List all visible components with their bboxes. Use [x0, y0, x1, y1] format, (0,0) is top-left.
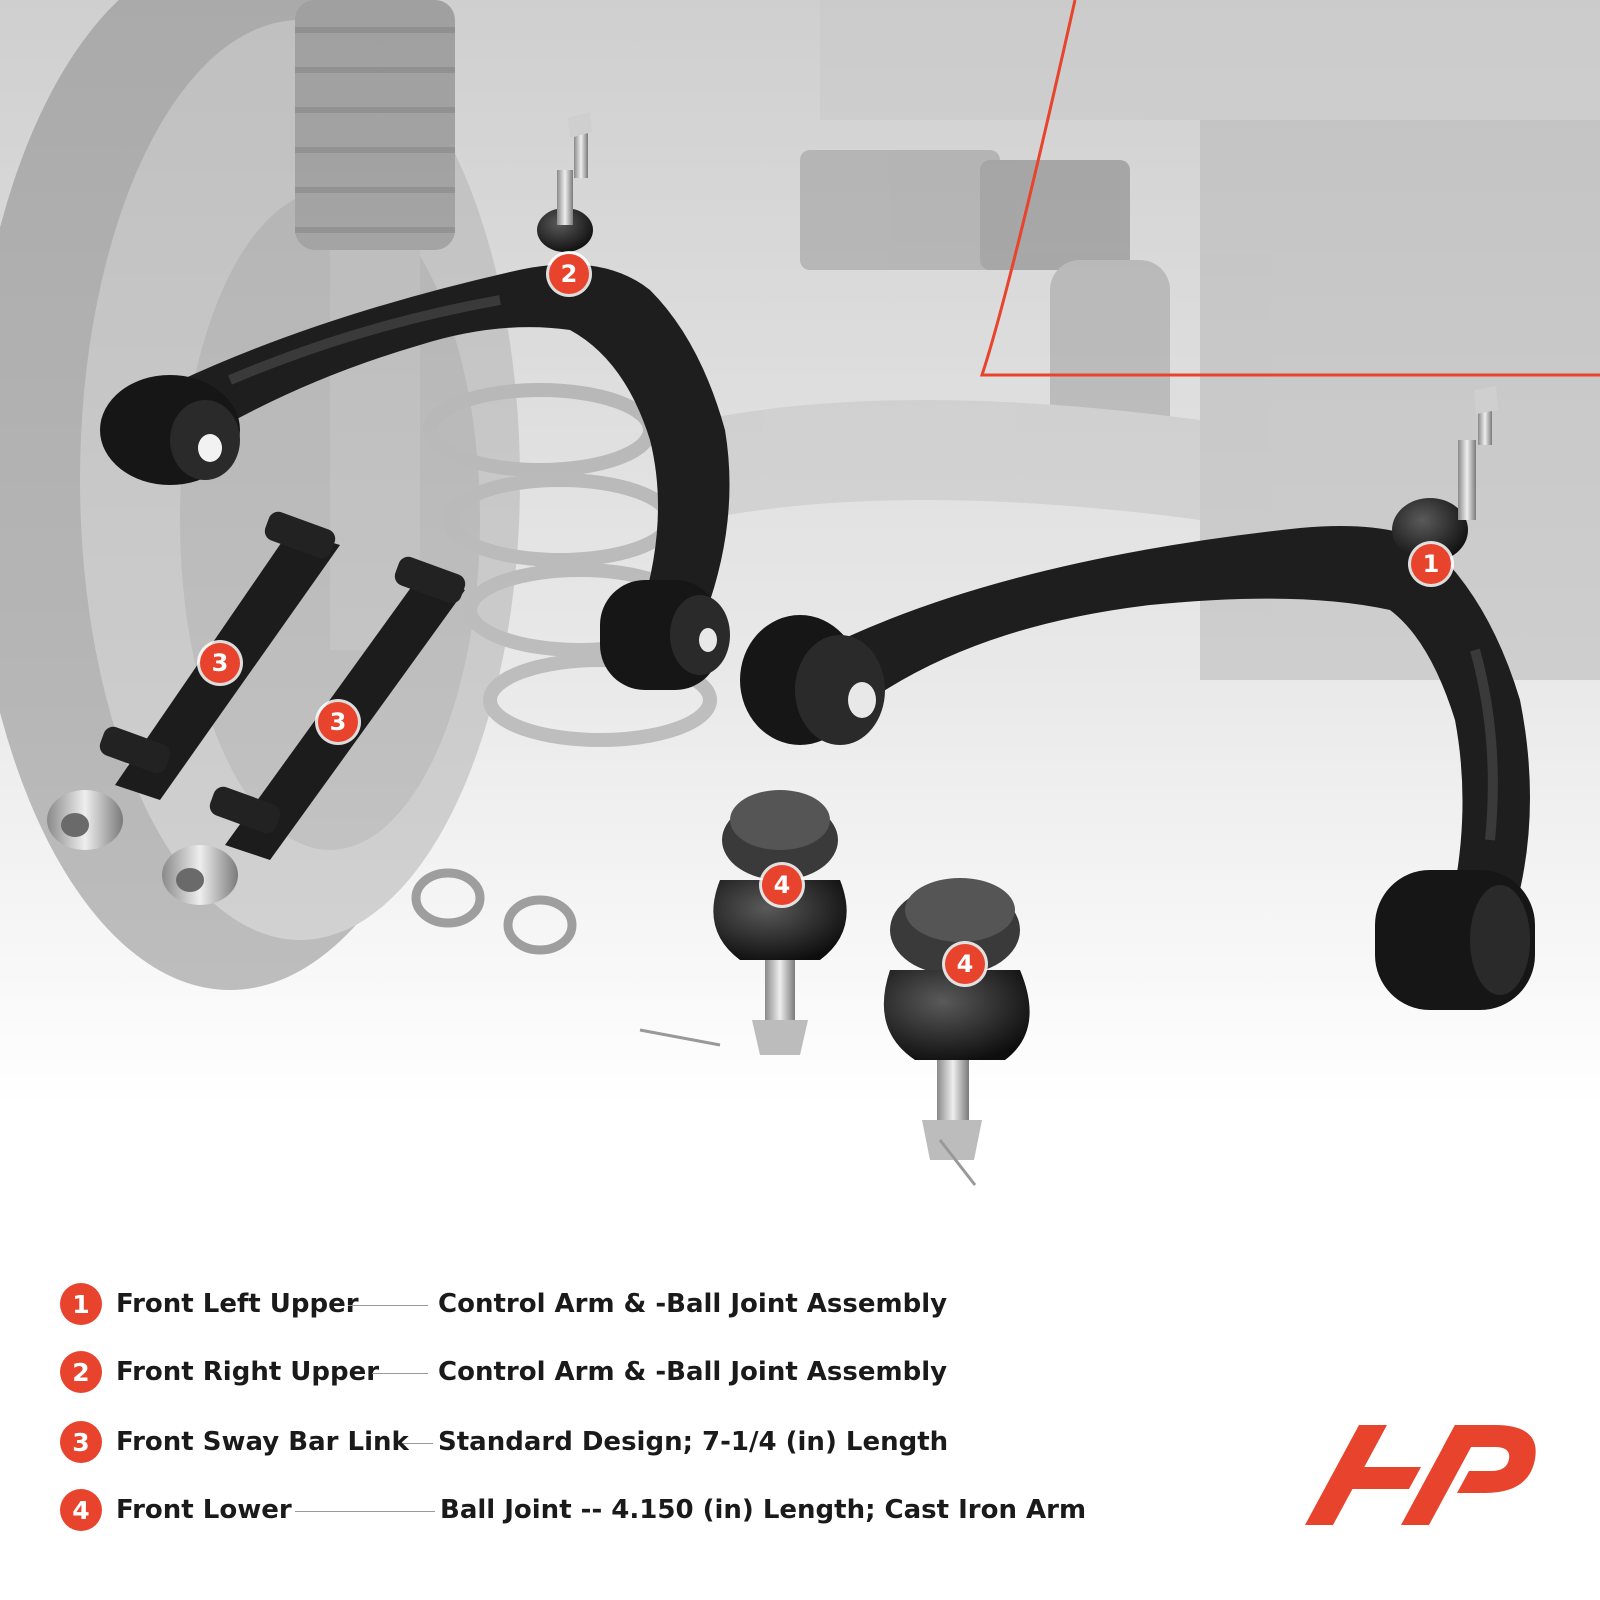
legend-description-2: Control Arm & -Ball Joint Assembly: [438, 1357, 948, 1387]
legend-label-3: Front Sway Bar Link: [116, 1427, 409, 1457]
legend-label-4: Front Lower: [116, 1495, 292, 1525]
legend-row-4: 4 Front Lower Ball Joint -- 4.150 (in) L…: [60, 1489, 1086, 1533]
product-scene: [0, 0, 1600, 1230]
legend-description-4: Ball Joint -- 4.150 (in) Length; Cast Ir…: [440, 1495, 1087, 1525]
legend-row-1: 1 Front Left Upper Control Arm & -Ball J…: [60, 1283, 1060, 1327]
legend-description-3: Standard Design; 7-1/4 (in) Length: [438, 1427, 949, 1457]
callout-badge-4a: 4: [762, 865, 802, 905]
lower-ball-joint-b: [883, 878, 1030, 1186]
legend-connector-1: [348, 1305, 428, 1306]
upper-control-arm-left: [100, 112, 730, 690]
legend-row-2: 2 Front Right Upper Control Arm & -Ball …: [60, 1351, 1060, 1395]
legend-label-1: Front Left Upper: [116, 1289, 359, 1319]
callout-badge-3b: 3: [318, 702, 358, 742]
inset-outline: [979, 0, 1600, 377]
legend-connector-4: [295, 1511, 435, 1512]
legend-number-3: 3: [60, 1421, 102, 1463]
legend-label-2: Front Right Upper: [116, 1357, 380, 1387]
legend-row-3: 3 Front Sway Bar Link Standard Design; 7…: [60, 1421, 1060, 1465]
callout-badge-2: 2: [549, 254, 589, 294]
brand-logo-icon: [1305, 1425, 1536, 1525]
legend-connector-3: [403, 1443, 433, 1444]
legend-number-2: 2: [60, 1351, 102, 1393]
legend-description-1: Control Arm & -Ball Joint Assembly: [438, 1289, 948, 1319]
legend-connector-2: [372, 1373, 428, 1374]
legend-number-1: 1: [60, 1283, 102, 1325]
callout-badge-1: 1: [1411, 544, 1451, 584]
upper-control-arm-right: [740, 386, 1535, 1010]
washers: [411, 868, 577, 955]
lower-ball-joint-a: [639, 790, 847, 1055]
legend-number-4: 4: [60, 1489, 102, 1531]
callout-badge-3a: 3: [200, 643, 240, 683]
callout-badge-4b: 4: [945, 944, 985, 984]
